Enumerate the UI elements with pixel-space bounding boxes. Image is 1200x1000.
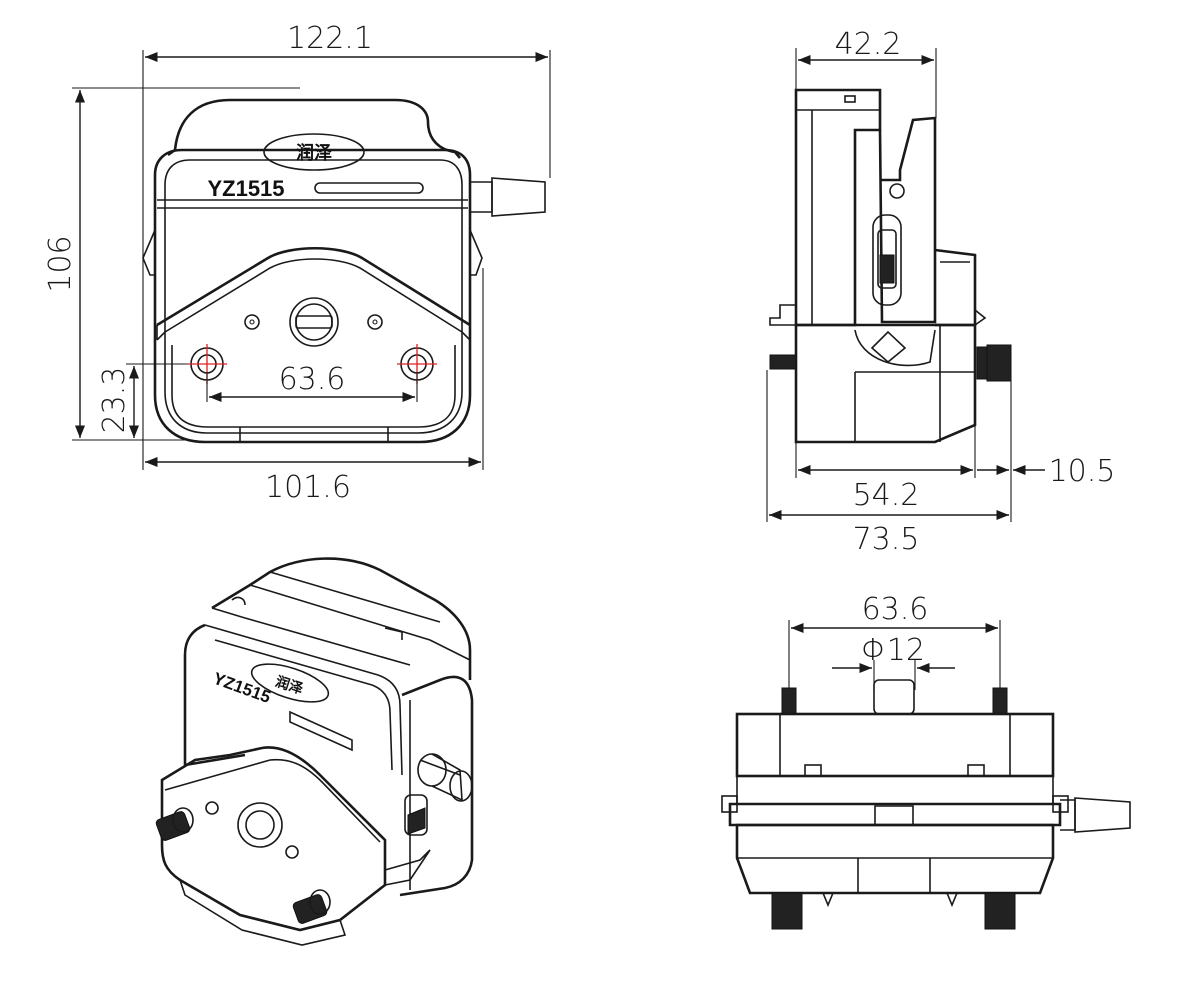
side-pump-body [769, 88, 1012, 444]
dim-side-shaft: 10.5 [977, 380, 1115, 522]
bottom-pump-body [721, 679, 1131, 930]
side-view: 42.2 [766, 27, 1115, 557]
isometric-view: 润泽 YZ1515 [155, 557, 474, 946]
dim-side-top-label: 42.2 [835, 27, 902, 62]
dim-base-width: 101.6 [145, 268, 484, 505]
dim-total-width-label: 122.1 [287, 21, 373, 56]
dim-base-width-label: 101.6 [265, 470, 351, 505]
front-view: 122.1 106 23.3 101.6 [43, 21, 551, 505]
dim-hole-height-label: 23.3 [97, 367, 132, 434]
dim-side-total-label: 73.5 [853, 522, 920, 557]
dim-side-total: 73.5 [766, 370, 1009, 557]
dim-hole-spacing: 63.6 [206, 362, 418, 403]
dim-side-shaft-label: 10.5 [1049, 454, 1116, 489]
dim-hole-height: 23.3 [97, 363, 205, 438]
dim-total-width: 122.1 [142, 21, 551, 470]
front-pump-body: 润泽 YZ1515 [142, 98, 546, 444]
dim-bottom-shaft-label: Φ12 [861, 633, 925, 668]
dim-side-body: 54.2 [795, 420, 976, 513]
dim-height-label: 106 [43, 235, 78, 292]
iso-model-label: YZ1515 [211, 669, 273, 707]
dim-bottom-spacing-label: 63.6 [862, 592, 929, 627]
dim-height: 106 [43, 87, 300, 441]
dim-side-top: 42.2 [795, 27, 937, 118]
dim-bottom-spacing: 63.6 [788, 592, 1001, 695]
front-model-label: YZ1515 [207, 176, 284, 201]
front-brand-label: 润泽 [296, 142, 332, 164]
bottom-view: 63.6 Φ12 [721, 592, 1131, 930]
dim-bottom-shaft: Φ12 [832, 633, 955, 690]
dim-side-body-label: 54.2 [853, 478, 920, 513]
dim-hole-spacing-label: 63.6 [279, 362, 346, 397]
